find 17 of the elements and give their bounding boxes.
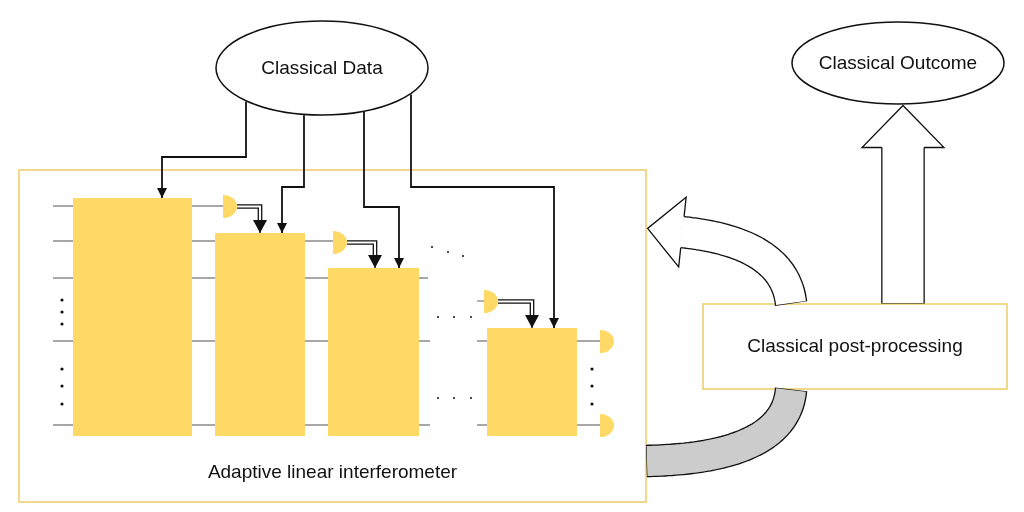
interferometer-block	[73, 198, 192, 436]
arrow	[157, 100, 247, 199]
interferometer-block	[487, 328, 577, 436]
process-box	[702, 303, 1008, 390]
interferometer-frame	[18, 169, 647, 503]
double-line-arrow	[346, 240, 382, 269]
arrow	[363, 111, 404, 269]
node-label: Classical Outcome	[818, 51, 978, 75]
interferometer-block	[328, 268, 419, 436]
node-label: Classical Data	[261, 56, 383, 80]
node-label: Classical post-processing	[747, 335, 963, 358]
node-label: Adaptive linear interferometer	[207, 461, 458, 484]
double-line-arrow	[497, 299, 539, 329]
arrow	[410, 93, 559, 329]
double-line-arrow	[236, 204, 267, 234]
arrow	[277, 114, 305, 234]
interferometer-block	[215, 233, 305, 436]
